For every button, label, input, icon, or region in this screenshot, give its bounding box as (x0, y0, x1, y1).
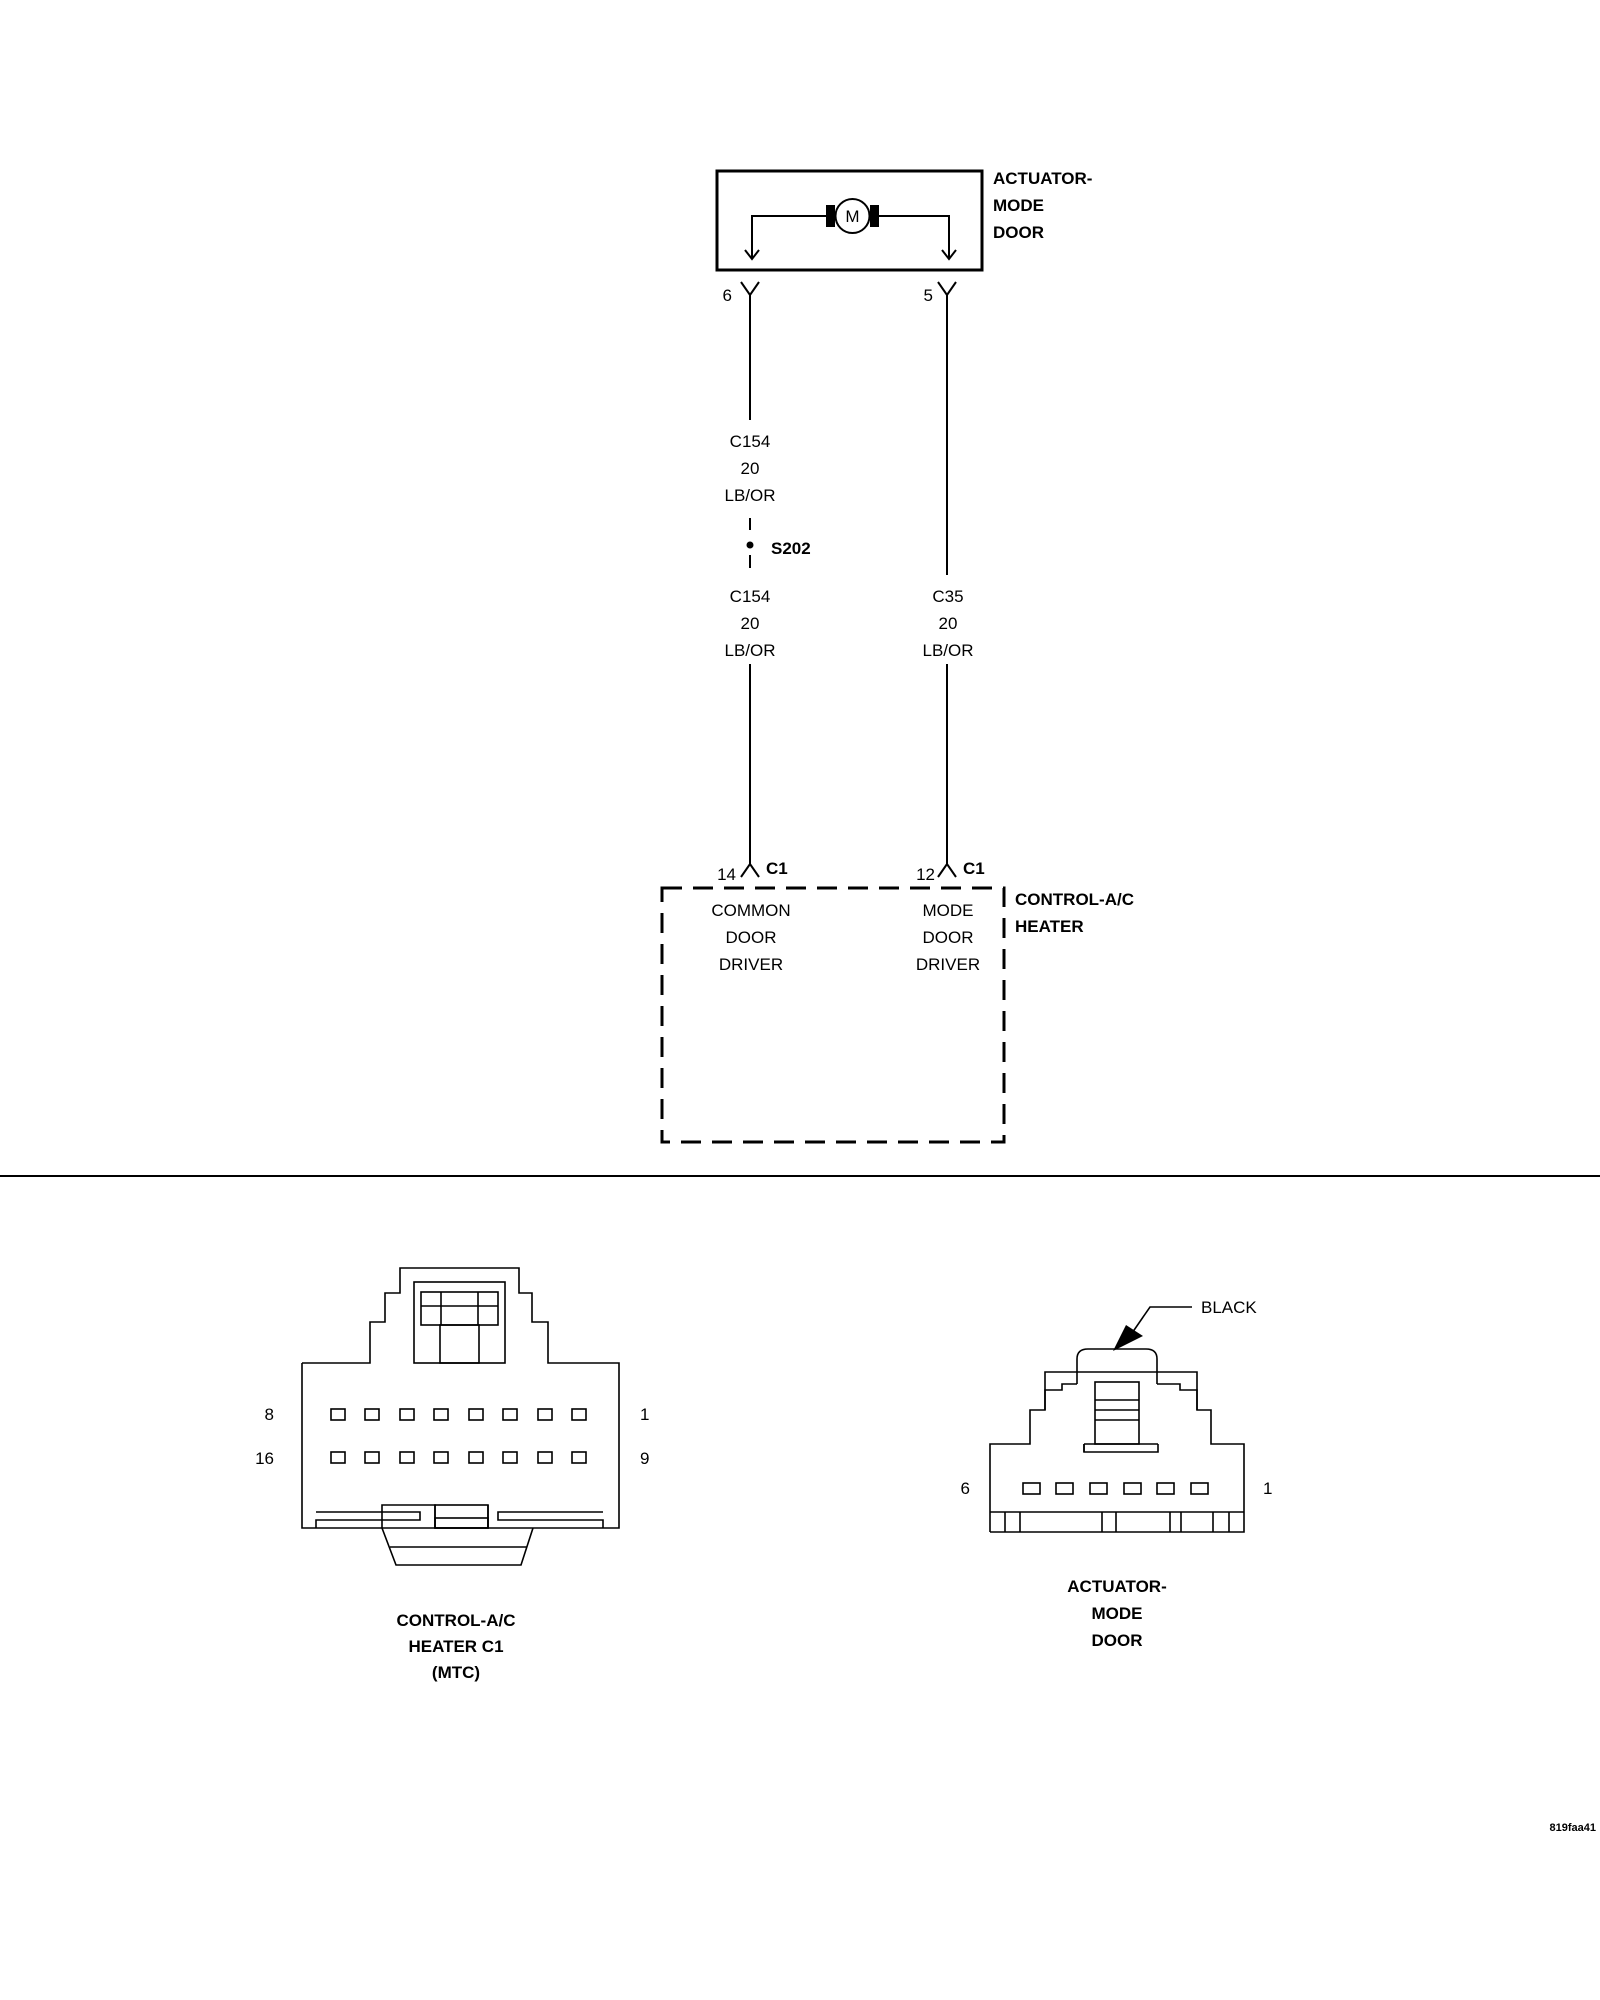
svg-text:5: 5 (924, 286, 933, 305)
heater-pin-16-label: 16 (255, 1449, 274, 1468)
left-function-line-1: COMMON (711, 901, 790, 920)
svg-text:12: 12 (916, 865, 935, 884)
wire-left-upper-gauge: 20 (741, 459, 760, 478)
actuator-view-pin-1-label: 1 (1263, 1479, 1272, 1498)
wire-left-lower-circuit: C154 (730, 587, 771, 606)
right-function-line-1: MODE (923, 901, 974, 920)
svg-text:C1: C1 (963, 859, 985, 878)
actuator-label-line-2: MODE (993, 196, 1044, 215)
wire-right: C35 20 LB/OR (922, 295, 974, 864)
control-module-label-line-2: HEATER (1015, 917, 1084, 936)
heater-c1-connector-view: 8 1 16 9 CONTROL-A/C HEATER C1 (MTC) (255, 1267, 649, 1682)
control-ac-heater-module: CONTROL-A/C HEATER COMMON DOOR DRIVER MO… (660, 886, 1134, 1144)
actuator-color-callout: BLACK (1201, 1298, 1257, 1317)
actuator-mode-door-component: M ACTUATOR- MODE DOOR (715, 169, 1092, 272)
wire-left-lower-color: LB/OR (724, 641, 775, 660)
actuator-connector-view: BLACK 6 1 ACTUATOR- MODE DOOR (961, 1298, 1273, 1650)
control-module-label-line-1: CONTROL-A/C (1015, 890, 1134, 909)
heater-caption-line-2: HEATER C1 (408, 1637, 503, 1656)
wire-left-upper-circuit: C154 (730, 432, 771, 451)
color-callout-arrow (1113, 1325, 1143, 1351)
heater-pin-1-label: 1 (640, 1405, 649, 1424)
svg-text:C1: C1 (766, 859, 788, 878)
heater-caption-line-3: (MTC) (432, 1663, 480, 1682)
actuator-caption-line-2: MODE (1092, 1604, 1143, 1623)
motor-label: M (845, 207, 859, 226)
right-function-line-3: DRIVER (916, 955, 980, 974)
actuator-pin-6-connector: 6 (723, 281, 760, 305)
actuator-caption-line-3: DOOR (1092, 1631, 1143, 1650)
control-module-dashed-outline (660, 886, 1006, 1144)
heater-caption-line-1: CONTROL-A/C (397, 1611, 516, 1630)
wire-right-gauge: 20 (939, 614, 958, 633)
actuator-pin-5-connector: 5 (924, 281, 957, 305)
actuator-caption-line-1: ACTUATOR- (1067, 1577, 1166, 1596)
actuator-label-line-1: ACTUATOR- (993, 169, 1092, 188)
right-function-line-2: DOOR (923, 928, 974, 947)
splice-label: S202 (771, 539, 811, 558)
left-function-line-2: DOOR (726, 928, 777, 947)
svg-text:14: 14 (717, 865, 736, 884)
wire-right-circuit: C35 (932, 587, 963, 606)
control-pin-14-connector: 14 C1 (717, 859, 788, 884)
splice-dot (746, 541, 754, 549)
figure-id: 819faa41 (1550, 1822, 1597, 1834)
wire-left-lower-gauge: 20 (741, 614, 760, 633)
motor-symbol: M (826, 198, 879, 234)
actuator-housing (715, 169, 984, 272)
svg-text:6: 6 (723, 286, 732, 305)
actuator-label-line-3: DOOR (993, 223, 1044, 242)
wire-left-upper-color: LB/OR (724, 486, 775, 505)
control-pin-12-connector: 12 C1 (916, 859, 985, 884)
left-function-line-3: DRIVER (719, 955, 783, 974)
wire-right-color: LB/OR (922, 641, 973, 660)
heater-pin-8-label: 8 (265, 1405, 274, 1424)
wire-left: C154 20 LB/OR S202 C154 20 LB/OR (724, 295, 811, 864)
actuator-view-pin-6-label: 6 (961, 1479, 970, 1498)
heater-pin-9-label: 9 (640, 1449, 649, 1468)
